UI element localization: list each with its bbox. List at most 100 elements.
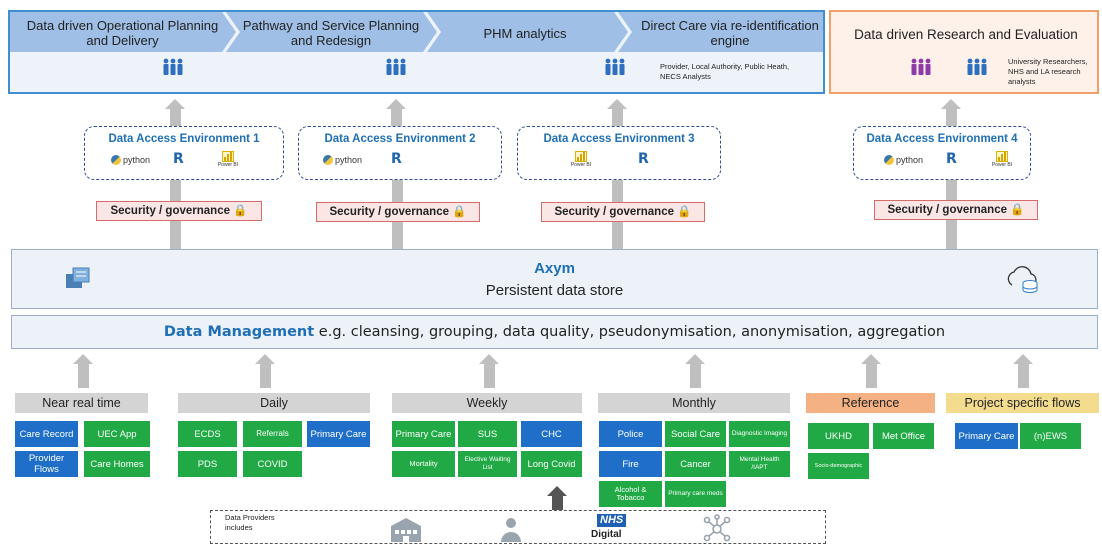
tile-primary-care: Primary Care [307, 421, 370, 447]
axym-title: Axym [534, 260, 575, 277]
freq-near-real-time: Near real time [15, 393, 148, 413]
axym-data-store: Axym Persistent data store [11, 249, 1098, 309]
tile-socio-demographic: Socio-demographic [808, 453, 869, 479]
dae-title: Data Access Environment 4 [866, 133, 1018, 145]
tile-cancer: Cancer [665, 451, 726, 477]
security-governance-1: Security / governance 🔒 [96, 201, 262, 221]
powerbi-logo: Power BI [217, 151, 239, 168]
chevron-label-4: Direct Care via re-identification engine [641, 18, 819, 48]
r-logo: R [638, 151, 649, 167]
tile-primary-care: Primary Care [955, 423, 1018, 449]
data-management-bar: Data Management e.g. cleansing, grouping… [11, 315, 1098, 349]
dae-title: Data Access Environment 1 [108, 133, 260, 145]
nhs-digital-label: Digital [591, 529, 622, 540]
python-icon [323, 155, 333, 165]
tile-mental-health-iapt: Mental Health /IAPT [729, 451, 790, 477]
tile-long-covid: Long Covid [521, 451, 582, 477]
tile-chc: CHC [521, 421, 582, 447]
powerbi-logo: Power BI [570, 151, 592, 168]
chevron-strip [10, 12, 823, 52]
dae-title: Data Access Environment 2 [324, 133, 476, 145]
chevron-label-2: Pathway and Service Planning and Redesig… [242, 18, 420, 48]
python-logo: python [111, 155, 150, 165]
lock-icon: 🔒 [1010, 204, 1025, 216]
freq-reference: Reference [806, 393, 935, 413]
up-arrow [478, 354, 500, 388]
up-arrow [164, 99, 186, 127]
tile-care-homes: Care Homes [84, 451, 150, 477]
people-icon [163, 58, 183, 75]
up-arrow [385, 99, 407, 127]
security-governance-4: Security / governance 🔒 [874, 200, 1038, 220]
data-access-environment-3: Data Access Environment 3 Power BI R [517, 126, 721, 180]
data-management-description: e.g. cleansing, grouping, data quality, … [314, 324, 946, 340]
tile-fire: Fire [599, 451, 662, 477]
tile-police: Police [599, 421, 662, 447]
data-access-environment-4: Data Access Environment 4 python R Power… [853, 126, 1031, 180]
tile-social-care: Social Care [665, 421, 726, 447]
data-access-environment-1: Data Access Environment 1 python R Power… [84, 126, 284, 180]
doctor-icon [501, 518, 521, 542]
people-icon [967, 58, 987, 75]
freq-project-specific: Project specific flows [946, 393, 1099, 413]
freq-monthly: Monthly [598, 393, 790, 413]
up-arrow-dark [546, 486, 568, 510]
data-providers-label: Data Providers includes [225, 513, 275, 532]
data-access-environment-2: Data Access Environment 2 python R [298, 126, 502, 180]
tile-ukhd: UKHD [808, 423, 869, 449]
up-arrow [72, 354, 94, 388]
network-icon [703, 514, 731, 542]
python-icon [884, 155, 894, 165]
up-arrow [684, 354, 706, 388]
tile-pds: PDS [178, 451, 237, 477]
security-governance-3: Security / governance 🔒 [541, 202, 705, 222]
up-arrow [606, 99, 628, 127]
research-label: Data driven Research and Evaluation [854, 27, 1078, 42]
direct-care-note: Provider, Local Authority, Public Heath,… [660, 62, 790, 81]
r-logo: R [173, 151, 184, 167]
tile-provider-flows: Provider Flows [15, 451, 78, 477]
lock-icon: 🔒 [233, 205, 248, 217]
tile-elective-waiting-list: Elective Waiting List [458, 451, 517, 477]
tile-referrals: Referrals [243, 421, 302, 447]
research-banner [829, 10, 1099, 94]
tile-uec-app: UEC App [84, 421, 150, 447]
cloud-database-icon [1007, 266, 1038, 293]
data-providers-box: Data Providers includes NHS Digital [210, 510, 826, 544]
chevron-label-3: PHM analytics [483, 26, 567, 41]
tile-care-record: Care Record [15, 421, 78, 447]
data-management-title: Data Management [163, 324, 315, 340]
lock-icon: 🔒 [452, 206, 467, 218]
tile-primary-care: Primary Care [392, 421, 455, 447]
tile-alcohol-tobacco: Alcohol & Tobacco [599, 481, 662, 507]
python-logo: python [884, 155, 923, 165]
lock-icon: 🔒 [677, 206, 692, 218]
axym-subtitle: Persistent data store [485, 282, 624, 299]
chevron-3 [427, 12, 628, 52]
r-logo: R [391, 151, 402, 167]
tile-sus: SUS [458, 421, 517, 447]
chevron-2 [226, 12, 437, 52]
chevron-1 [10, 12, 236, 52]
tile-mortality: Mortality [392, 451, 455, 477]
chevron-4 [618, 12, 823, 52]
python-logo: python [323, 155, 362, 165]
tile-diagnostic-imaging: Diagnostic Imaging [729, 421, 790, 447]
people-icon [605, 58, 625, 75]
tile-covid: COVID [243, 451, 302, 477]
freq-daily: Daily [178, 393, 370, 413]
research-note: University Researchers, NHS and LA resea… [1008, 57, 1088, 86]
python-icon [111, 155, 121, 165]
security-governance-2: Security / governance 🔒 [316, 202, 480, 222]
up-arrow [254, 354, 276, 388]
tile-met-office: Met Office [873, 423, 934, 449]
tile-primary-care-meds: Primary care meds [665, 481, 726, 507]
people-icon-purple [911, 58, 931, 75]
chevron-label-1: Data driven Operational Planning and Del… [26, 18, 219, 48]
tile-news: (n)EWS [1020, 423, 1081, 449]
powerbi-logo: Power BI [991, 151, 1013, 168]
hospital-icon [391, 518, 421, 542]
up-arrow [940, 99, 962, 127]
freq-weekly: Weekly [392, 393, 582, 413]
up-arrow [860, 354, 882, 388]
